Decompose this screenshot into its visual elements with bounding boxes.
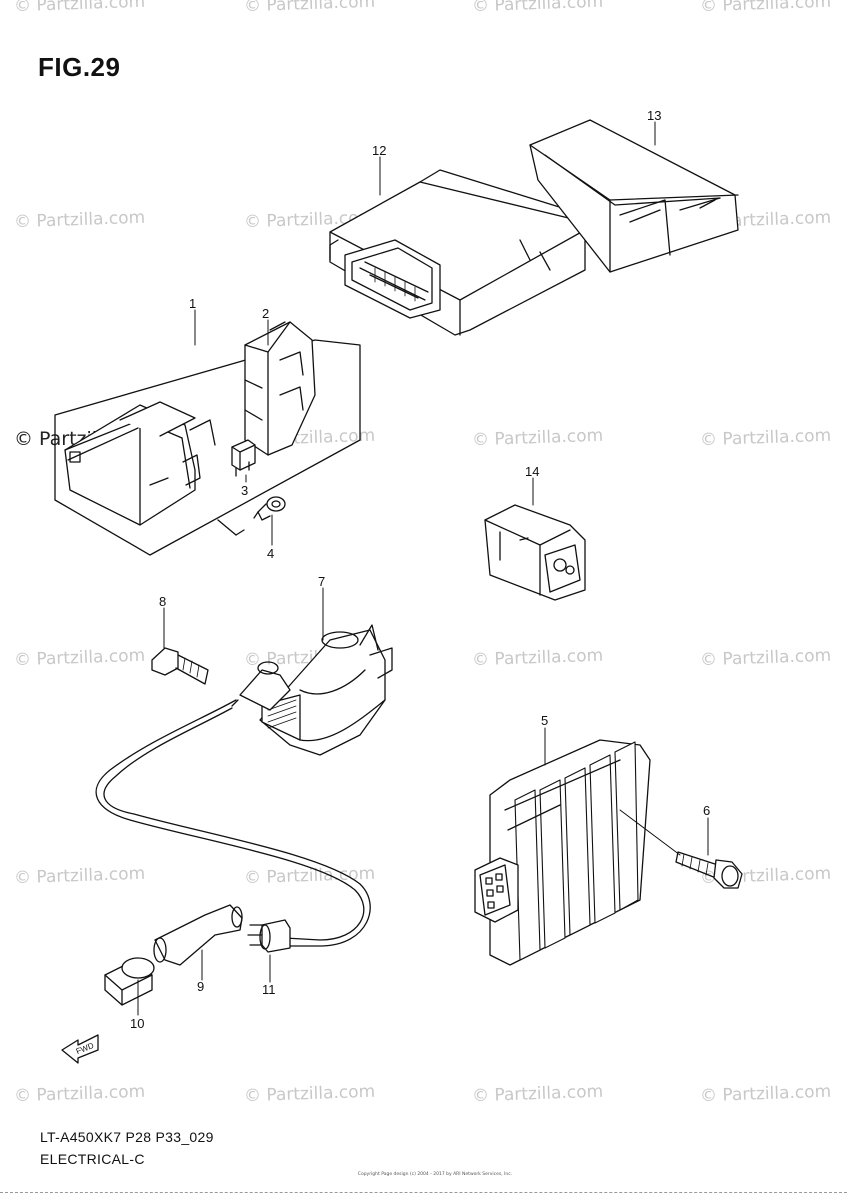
part-label-4[interactable]: 4 xyxy=(267,546,274,561)
figure-title: FIG.29 xyxy=(38,52,121,82)
part-5-regulator-rectifier[interactable] xyxy=(474,739,651,966)
copyright-notice: Copyright Page design (c) 2004 - 2017 by… xyxy=(357,1172,513,1177)
section-name: ELECTRICAL-C xyxy=(40,1151,145,1167)
part-3-fuse[interactable] xyxy=(231,439,256,477)
part-11-clamp[interactable] xyxy=(247,919,291,953)
part-number-labels: 1 2 3 4 5 6 7 8 9 10 11 12 13 14 xyxy=(130,108,710,1031)
part-label-3[interactable]: 3 xyxy=(241,483,248,498)
part-label-7[interactable]: 7 xyxy=(318,574,325,589)
part-7-ignition-coil[interactable] xyxy=(231,624,393,756)
part-2-relay-cover[interactable] xyxy=(244,321,316,456)
part-1-relay-body[interactable] xyxy=(64,401,216,526)
part-9-plug-cap[interactable] xyxy=(153,904,243,966)
part-14-relay[interactable] xyxy=(484,504,586,601)
part-label-9[interactable]: 9 xyxy=(197,979,204,994)
part-label-2[interactable]: 2 xyxy=(262,306,269,321)
part-label-5[interactable]: 5 xyxy=(541,713,548,728)
part-12-ecm-unit[interactable] xyxy=(329,169,586,336)
part-label-6[interactable]: 6 xyxy=(703,803,710,818)
part-6-bolt[interactable] xyxy=(675,851,743,889)
part-label-10[interactable]: 10 xyxy=(130,1016,144,1031)
part-13-ecm-cover[interactable] xyxy=(529,119,739,273)
relay-assembly-outline xyxy=(54,339,361,556)
part-8-bolt[interactable] xyxy=(151,647,209,685)
part-7-spark-plug-lead xyxy=(95,699,371,947)
fwd-arrow-icon: FWD xyxy=(61,1034,99,1064)
part-label-1[interactable]: 1 xyxy=(189,296,196,311)
part-4-screw[interactable] xyxy=(253,496,286,521)
leader-lines xyxy=(137,121,709,1016)
part-label-12[interactable]: 12 xyxy=(372,143,386,158)
part-label-13[interactable]: 13 xyxy=(647,108,661,123)
part-label-11[interactable]: 11 xyxy=(262,982,276,997)
part-label-14[interactable]: 14 xyxy=(525,464,539,479)
bottom-divider xyxy=(0,1192,847,1193)
part-10-cap[interactable] xyxy=(104,957,155,1006)
part-label-8[interactable]: 8 xyxy=(159,594,166,609)
model-code: LT-A450XK7 P28 P33_029 xyxy=(40,1129,214,1145)
